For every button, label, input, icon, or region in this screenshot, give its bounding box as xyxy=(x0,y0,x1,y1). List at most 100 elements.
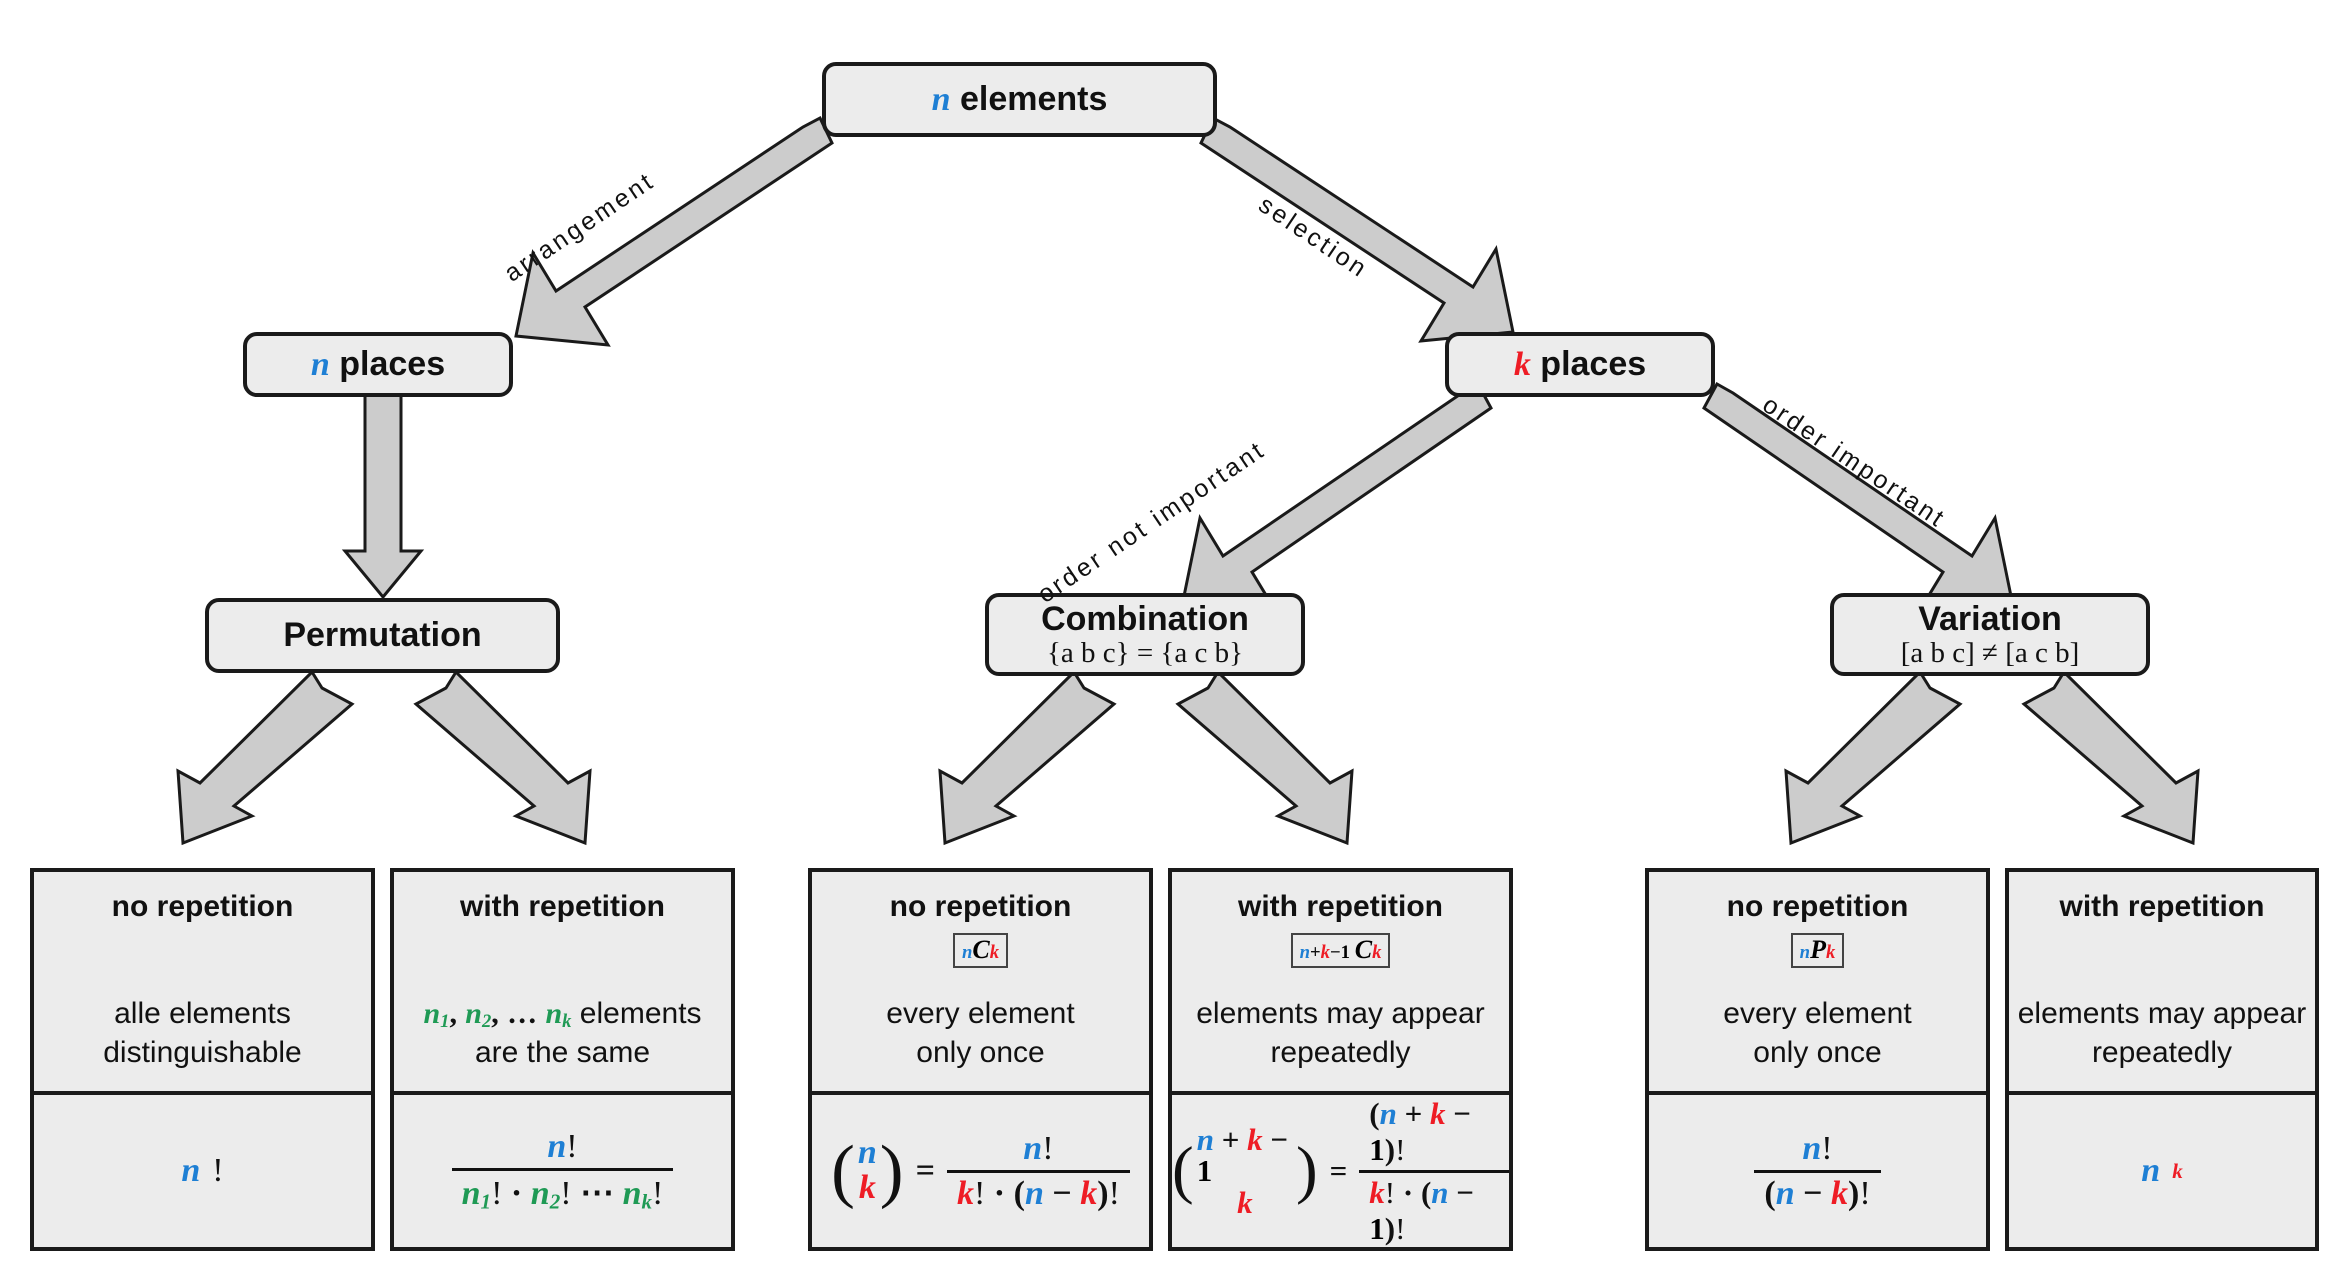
desc-line-1: elements may appear xyxy=(2017,997,2307,1031)
card-combination-no-repetition[interactable]: no repetition nCk every element only onc… xyxy=(808,868,1153,1251)
binomial-coefficient: ( n k ) xyxy=(831,1130,904,1210)
repetition-label: with repetition xyxy=(1238,890,1443,923)
variable-n: n xyxy=(181,1152,201,1189)
card-header: no repetition nCk xyxy=(812,872,1149,990)
symbol-slot: nPk xyxy=(1790,931,1845,971)
arrow-var-with-rep xyxy=(2021,669,2200,846)
desc-line-2: are the same xyxy=(474,1035,651,1069)
denominator: k! · (n − 1)! xyxy=(1359,1169,1509,1247)
arrow-order-not-important xyxy=(1181,381,1493,612)
card-formula: n! (n − k)! xyxy=(1649,1091,1986,1247)
repetition-label: with repetition xyxy=(2059,890,2265,923)
card-header: with repetition n+k−1 Ck xyxy=(1172,872,1509,990)
node-k-places-label: k places xyxy=(1514,345,1646,384)
node-variation-subtitle: [a b c] ≠ [a c b] xyxy=(1900,636,2080,669)
symbol-nCk: nCk xyxy=(952,933,1009,968)
node-k-places-text: places xyxy=(1540,344,1647,383)
card-description: every element only once xyxy=(1649,990,1986,1091)
desc-line-2: repeatedly xyxy=(1270,1035,1411,1069)
symbol-nPk: nPk xyxy=(1790,933,1845,968)
repetition-label: no repetition xyxy=(1726,890,1909,923)
card-header: with repetition xyxy=(394,872,731,990)
repetition-label: no repetition xyxy=(111,890,294,923)
node-variation-title: Variation xyxy=(1918,599,2062,638)
desc-line-1: every element xyxy=(886,997,1075,1031)
card-description: elements may appear repeatedly xyxy=(1172,990,1509,1091)
denominator: n1! · n2! ⋯ nk! xyxy=(451,1167,674,1215)
denominator: k! · (n − k)! xyxy=(946,1169,1130,1213)
card-formula: ( n k ) = n! k! · (n − xyxy=(812,1091,1149,1247)
repetition-label: no repetition xyxy=(889,890,1072,923)
variable-n1: n1 xyxy=(423,996,450,1033)
desc-suffix: elements xyxy=(579,996,702,1030)
card-formula: n! xyxy=(34,1091,371,1247)
numerator: n! xyxy=(1023,1129,1054,1167)
binomial-coefficient: ( n + k − 1 k ) xyxy=(1172,1121,1318,1220)
node-k-places[interactable]: k places xyxy=(1445,332,1715,397)
arrow-permutation xyxy=(341,393,425,600)
ellipsis-icon: … xyxy=(507,996,538,1030)
node-combination-title: Combination xyxy=(1041,599,1249,638)
variable-nk: nk xyxy=(545,996,572,1033)
arrow-perm-no-rep xyxy=(176,669,355,846)
arrow-order-important xyxy=(1702,381,2014,612)
desc-line-1: every element xyxy=(1723,997,1912,1031)
card-description: elements may appear repeatedly xyxy=(2009,990,2315,1091)
arrow-arrangement xyxy=(514,115,834,347)
card-description: n1, n2, … nk elements are the same xyxy=(394,990,731,1091)
symbol-slot: n+k−1 Ck xyxy=(1290,931,1391,971)
repetition-label: with repetition xyxy=(460,890,665,923)
node-n-places-label: n places xyxy=(311,345,445,384)
numerator: (n + k − 1)! xyxy=(1369,1095,1471,1167)
equals-sign: = xyxy=(915,1152,935,1189)
desc-line-2: only once xyxy=(916,1035,1045,1069)
node-n-places[interactable]: n places xyxy=(243,332,513,397)
denominator: (n − k)! xyxy=(1754,1169,1881,1213)
arrow-comb-with-rep xyxy=(1175,669,1354,846)
card-header: no repetition nPk xyxy=(1649,872,1986,990)
node-combination-subtitle: {a b c} = {a c b} xyxy=(1046,636,1244,669)
variable-n: n xyxy=(931,80,951,118)
desc-line-2: only once xyxy=(1753,1035,1882,1069)
card-permutation-no-repetition[interactable]: no repetition alle elements distinguisha… xyxy=(30,868,375,1251)
desc-line-1: elements may appear xyxy=(1196,997,1485,1031)
card-description: every element only once xyxy=(812,990,1149,1091)
numerator: n! xyxy=(547,1127,578,1165)
card-header: with repetition xyxy=(2009,872,2315,990)
variable-n2: n2 xyxy=(465,996,492,1033)
node-n-elements-label: n elements xyxy=(932,80,1108,119)
card-combination-with-repetition[interactable]: with repetition n+k−1 Ck elements may ap… xyxy=(1168,868,1513,1251)
node-n-elements-text: elements xyxy=(959,79,1108,118)
card-variation-with-repetition[interactable]: with repetition elements may appear repe… xyxy=(2005,868,2319,1251)
arrow-selection xyxy=(1199,115,1515,343)
desc-line-1: n1, n2, … nk elements xyxy=(423,996,702,1033)
node-permutation-title: Permutation xyxy=(283,616,482,655)
card-description: alle elements distinguishable xyxy=(34,990,371,1091)
numerator: n! xyxy=(1802,1129,1833,1167)
card-variation-no-repetition[interactable]: no repetition nPk every element only onc… xyxy=(1645,868,1990,1251)
symbol-slot: nCk xyxy=(952,931,1009,971)
node-variation[interactable]: Variation [a b c] ≠ [a c b] xyxy=(1830,593,2150,676)
node-combination[interactable]: Combination {a b c} = {a c b} xyxy=(985,593,1305,676)
desc-line-2: repeatedly xyxy=(2091,1035,2233,1069)
node-n-elements[interactable]: n elements xyxy=(822,62,1217,137)
symbol-n-plus-k-minus-1-C-k: n+k−1 Ck xyxy=(1290,933,1391,968)
arrow-perm-with-rep xyxy=(413,669,592,846)
arrow-comb-no-rep xyxy=(938,669,1117,846)
arrow-var-no-rep xyxy=(1784,669,1963,846)
card-header: no repetition xyxy=(34,872,371,990)
variable-k: k xyxy=(1513,345,1531,383)
desc-line-2: distinguishable xyxy=(103,1035,302,1069)
factorial-sign: ! xyxy=(212,1152,224,1189)
card-permutation-with-repetition[interactable]: with repetition n1, n2, … nk elements ar… xyxy=(390,868,735,1251)
desc-line-1: alle elements xyxy=(114,997,291,1031)
equals-sign: = xyxy=(1329,1153,1348,1188)
card-formula: ( n + k − 1 k ) = (n + k − 1)! k! · ( xyxy=(1172,1091,1509,1247)
node-n-places-text: places xyxy=(339,344,446,383)
node-permutation[interactable]: Permutation xyxy=(205,598,560,673)
variable-n: n xyxy=(310,345,330,383)
